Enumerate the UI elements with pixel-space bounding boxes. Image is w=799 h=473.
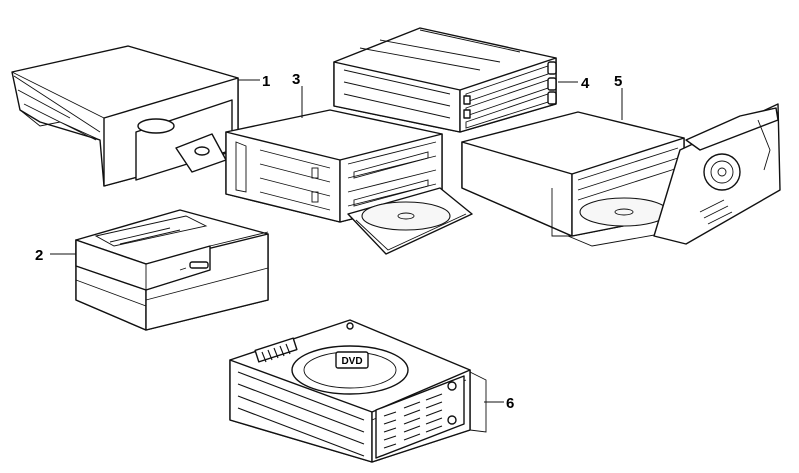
cd-changer-unit-icon [461, 103, 781, 247]
part-1-bracket: 1 [11, 45, 270, 187]
callout-4: 4 [581, 75, 590, 92]
cd-changer-mounting-bracket-icon [11, 45, 239, 187]
part-4-cartridge: 4 [333, 27, 590, 133]
part-5-changer: 5 [461, 73, 781, 247]
callout-6: 6 [506, 395, 514, 412]
cd-magazine-cartridge-icon [333, 27, 557, 133]
dvd-changer-unit-icon: DVD [229, 319, 487, 463]
dvd-logo-text: DVD [341, 356, 362, 367]
part-3-magazine: 3 [225, 71, 473, 255]
part-2-cd-player: 2 [35, 209, 269, 331]
cd-player-unit-icon [75, 209, 269, 331]
callout-3: 3 [292, 71, 300, 88]
callout-1: 1 [262, 73, 270, 90]
callout-2: 2 [35, 247, 43, 264]
cd-magazine-with-disc-tray-icon [225, 109, 473, 255]
part-6-dvd-changer: DVD 6 [229, 319, 514, 463]
callout-5: 5 [614, 73, 622, 90]
